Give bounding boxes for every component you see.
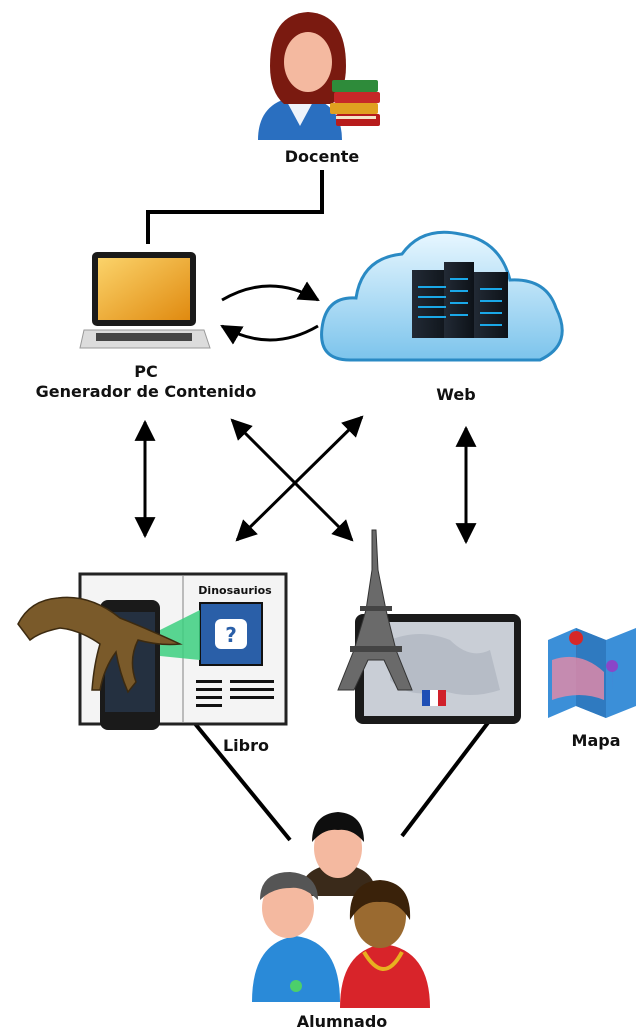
connections [134,170,492,842]
mapa-label: Mapa [571,731,621,750]
pc-subtitle-label: Generador de Contenido [35,382,257,401]
libro-alumnado-connector [190,718,292,842]
tablet-alumnado-connector [400,718,492,838]
pc-title-label: PC [134,362,158,381]
alumnado-label: Alumnado [296,1012,388,1031]
web-label: Web [436,385,476,404]
augmented-book-icon: ? [17,572,288,730]
tablet-eiffel-tower-icon [337,529,521,724]
cloud-server-icon [320,230,564,362]
pc-tablet-arrow [230,418,354,542]
docente-label: Docente [284,147,360,166]
folded-map-icon [548,628,636,718]
teacher-with-books-icon [258,12,380,140]
pc-to-web-arrow [221,281,320,302]
students-group-icon [252,812,430,1008]
libro-label: Libro [222,736,269,755]
book-title: Dinosaurios [198,584,272,597]
svg-text:?: ? [225,623,237,647]
docente-pc-connector [146,170,324,244]
web-libro-arrow [235,415,364,542]
web-to-pc-arrow [220,324,319,345]
laptop-icon [79,252,211,349]
